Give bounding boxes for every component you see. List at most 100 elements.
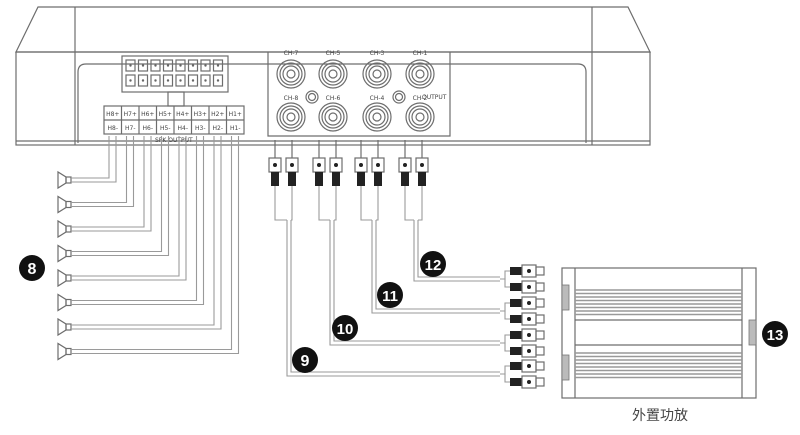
speaker-wire-plus — [71, 136, 128, 204]
connector-pin — [162, 74, 174, 87]
speaker — [57, 317, 72, 337]
terminal-label-plus: H3+ — [194, 111, 207, 118]
speaker-wire-plus — [71, 136, 198, 302]
external-amplifier — [561, 267, 757, 399]
badge-9: 9 — [292, 347, 318, 373]
rca-channel-label: CH-1 — [413, 50, 428, 57]
speaker-wire-minus — [71, 136, 240, 355]
connector-pin-dot — [216, 79, 220, 82]
connector-pin-dot — [191, 79, 195, 82]
terminal-label-plus: H2+ — [211, 111, 224, 118]
svg-text:10: 10 — [337, 321, 354, 338]
speaker — [57, 293, 72, 312]
rca-jack-ch-7[interactable] — [276, 59, 306, 89]
badge-12: 12 — [420, 251, 446, 277]
rca-output-label: OUTPUT — [422, 94, 447, 101]
terminal-label-plus: H4+ — [176, 111, 189, 118]
rca-jack-ch-2[interactable] — [405, 102, 435, 132]
connector-pin — [187, 59, 199, 72]
terminal-label-plus: H6+ — [141, 111, 154, 118]
speaker-wire-minus — [71, 136, 135, 208]
connector-pin — [162, 59, 174, 72]
connector-pin — [137, 59, 149, 72]
connector-pin — [212, 74, 224, 87]
speaker-wire-plus — [71, 136, 215, 326]
connector-pin-dot — [141, 64, 145, 67]
svg-text:13: 13 — [767, 327, 784, 344]
rca-plug-icon — [510, 331, 522, 339]
ground-screw-icon — [392, 90, 406, 104]
rca-channel-label: CH-3 — [370, 50, 385, 57]
rca-channel-label: CH-6 — [326, 95, 341, 102]
terminal-label-plus: H1+ — [229, 111, 242, 118]
rca-plug-icon — [510, 283, 522, 291]
connector-pin — [175, 74, 186, 87]
terminal-label-minus: H2- — [213, 125, 224, 132]
rca-jack-ch-3[interactable] — [362, 59, 392, 89]
terminal-label-minus: H7- — [125, 125, 136, 132]
speaker-wire-minus — [71, 136, 152, 232]
speaker — [57, 268, 72, 288]
terminal-label-plus: H7+ — [124, 111, 137, 118]
rca-plug-icon — [510, 347, 522, 355]
rca-cable-12 — [398, 140, 545, 294]
connector-pin-dot — [216, 64, 220, 67]
speaker — [57, 195, 72, 214]
rca-jack-ch-6[interactable] — [318, 102, 348, 132]
connector-pin — [200, 59, 211, 72]
badge-13: 13 — [762, 321, 788, 347]
svg-text:12: 12 — [425, 257, 442, 274]
external-amplifier-label: 外置功放 — [632, 408, 688, 424]
speaker-wire-plus — [71, 136, 110, 179]
terminal-label-minus: H4- — [178, 125, 189, 132]
terminal-label-minus: H6- — [143, 125, 154, 132]
svg-text:9: 9 — [301, 353, 310, 370]
speaker-terminal-block[interactable]: H8+H8-H7+H7-H6+H6-H5+H5-H4+H4-H3+H3-H2+H… — [103, 105, 245, 135]
rca-jack-ch-5[interactable] — [318, 59, 348, 89]
rca-channel-label: CH-4 — [370, 95, 385, 102]
connector-pin-dot — [191, 64, 195, 67]
rca-channel-label: CH-7 — [284, 50, 299, 57]
speaker — [57, 244, 72, 263]
speaker-wire-minus — [71, 136, 222, 330]
speaker-wire-minus — [71, 136, 117, 183]
connector-pin — [187, 74, 199, 87]
svg-text:8: 8 — [28, 261, 37, 278]
connector-pin-dot — [204, 79, 207, 82]
rca-jack-ch-8[interactable] — [276, 102, 306, 132]
spk-output-label: SPK OUTPUT — [155, 137, 193, 144]
terminal-label-minus: H1- — [230, 125, 241, 132]
connector-pin-dot — [141, 79, 145, 82]
svg-text:11: 11 — [382, 288, 398, 305]
rca-channel-label: CH-5 — [326, 50, 341, 57]
terminal-label-minus: H5- — [160, 125, 171, 132]
connector-pin-dot — [154, 64, 157, 67]
speaker-wire-plus — [71, 136, 145, 228]
rca-plug-icon — [510, 315, 522, 323]
connector-pin-dot — [154, 79, 157, 82]
speaker-wire-minus — [71, 136, 205, 306]
rca-cable-9 — [268, 140, 545, 389]
speaker — [57, 342, 72, 361]
main-unit — [15, 6, 651, 146]
connector-pin — [137, 74, 149, 87]
connector-pin-dot — [179, 64, 182, 67]
rca-jack-ch-4[interactable] — [362, 102, 392, 132]
connector-pin-dot — [179, 79, 182, 82]
connector-pin-dot — [129, 64, 132, 67]
connector-pin — [125, 59, 136, 72]
badge-11: 11 — [377, 282, 403, 308]
rca-output-panel — [267, 52, 451, 137]
connector-pin-dot — [166, 79, 170, 82]
connector-pin — [212, 59, 224, 72]
connector-pin — [150, 59, 161, 72]
speaker — [57, 219, 72, 239]
speaker-wire-minus — [71, 136, 170, 257]
terminal-label-plus: H8+ — [106, 111, 119, 118]
rca-channel-label: CH-8 — [284, 95, 299, 102]
ground-screw-icon — [305, 90, 319, 104]
speaker-wire-plus — [71, 136, 233, 351]
rca-jack-ch-1[interactable] — [405, 59, 435, 89]
connector-pin — [150, 74, 161, 87]
